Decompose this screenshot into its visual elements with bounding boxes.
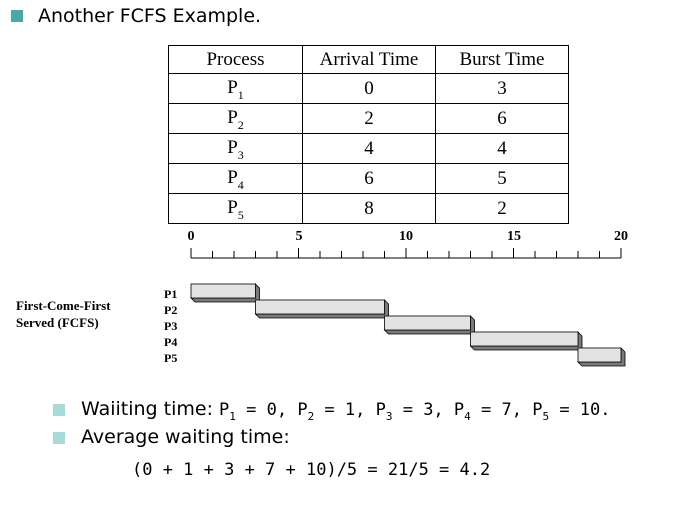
bullet-icon [53,432,65,444]
arrival-cell: 4 [302,133,436,164]
tick-label-10: 10 [399,229,413,244]
header-process: Process [168,45,303,74]
burst-cell: 2 [435,193,569,224]
bullet-icon [53,404,65,416]
table-row: P1 0 3 [168,73,569,104]
arrival-cell: 2 [302,103,436,134]
gantt-bar-p3 [383,315,475,335]
arrival-cell: 0 [302,73,436,104]
title-bullet-icon [11,10,23,22]
process-cell: P1 [168,73,303,104]
table-header-row: Process Arrival Time Burst Time [168,45,569,74]
gantt-bar-p5 [577,347,626,367]
axis-ticks [190,248,622,259]
tick-label-20: 20 [614,229,628,244]
gantt-label-p3: P3 [164,319,178,333]
burst-cell: 6 [435,103,569,134]
tick-label-15: 15 [507,229,521,244]
gantt-bar-p1 [190,283,260,303]
table-row: P3 4 4 [168,133,569,164]
gantt-label-p5: P5 [164,351,178,365]
table-row: P2 2 6 [168,103,569,134]
process-cell: P4 [168,163,303,194]
fcfs-label-line1: First-Come-First [16,298,111,313]
burst-cell: 3 [435,73,569,104]
process-table: Process Arrival Time Burst Time P1 0 3 P… [168,45,569,224]
gantt-bar-p4 [469,331,583,351]
burst-cell: 5 [435,163,569,194]
slide-heading: Another FCFS Example. [38,5,262,27]
gantt-label-p4: P4 [164,335,178,349]
average-waiting-label: Average waiting time: [81,426,290,448]
gantt-label-p1: P1 [164,287,178,301]
gantt-label-p2: P2 [164,303,178,317]
tick-label-0: 0 [187,229,195,244]
process-cell: P5 [168,193,303,224]
gantt-bars [190,283,626,367]
fcfs-label-line2: Served (FCFS) [16,315,99,330]
average-formula: (0 + 1 + 3 + 7 + 10)/5 = 21/5 = 4.2 [132,460,491,480]
header-burst-time: Burst Time [435,45,569,74]
table-row: P5 8 2 [168,193,569,224]
waiting-time-line: Waiiting time: P1 = 0, P2 = 1, P3 = 3, P… [81,398,611,423]
tick-label-5: 5 [295,229,303,244]
gantt-bar-p2 [254,299,389,319]
